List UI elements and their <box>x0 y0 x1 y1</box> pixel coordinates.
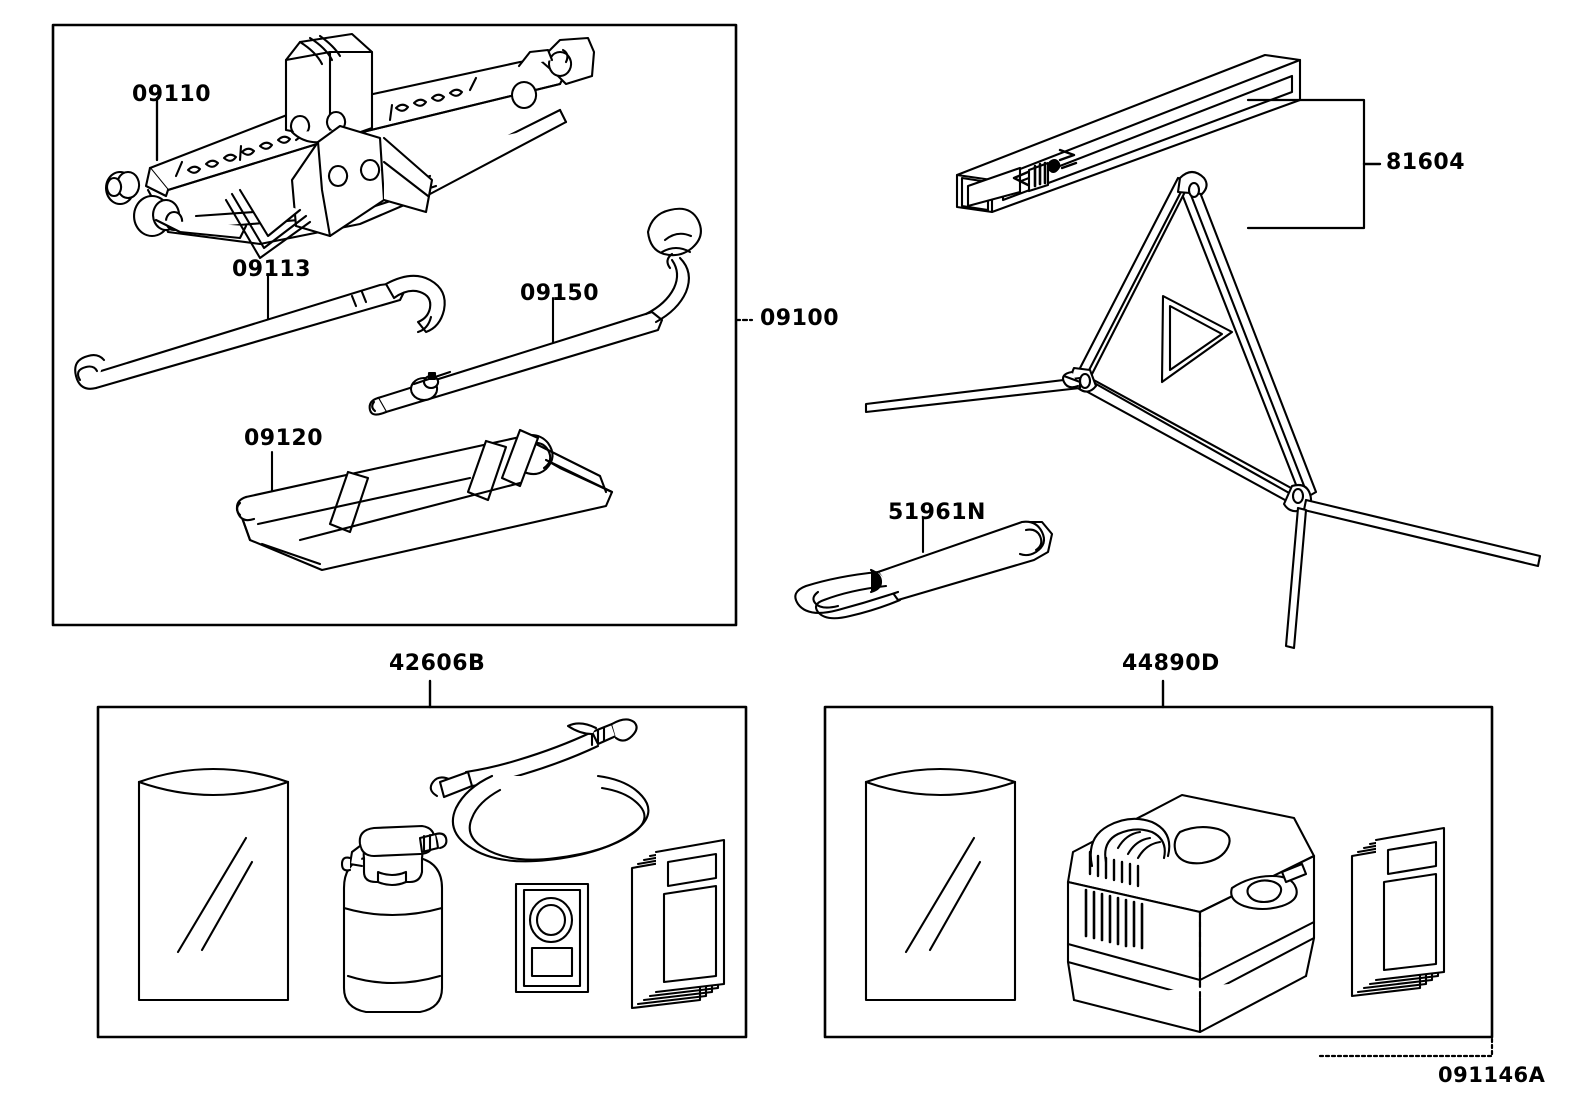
group-label-44890D: 44890D <box>1122 651 1220 676</box>
part-label-09113: 09113 <box>232 257 312 282</box>
part-09120-tool-bag <box>235 428 614 572</box>
part-81604-warning-triangle <box>864 170 1542 650</box>
part-81604-case <box>955 53 1382 230</box>
diagram-id-rule <box>1318 1035 1494 1058</box>
part-label-09110: 09110 <box>132 82 212 107</box>
part-label-81604: 81604 <box>1386 150 1466 175</box>
part-09150-wheel-wrench <box>368 207 702 416</box>
part-label-09150: 09150 <box>520 281 600 306</box>
part-09113-jack-handle <box>74 272 446 390</box>
part-label-51961N: 51961N <box>888 500 986 525</box>
part-09110-jack <box>105 32 596 260</box>
sealant-bottle-42606B <box>340 824 448 1014</box>
air-compressor-44890D <box>1066 793 1316 1034</box>
part-51961N-eyelet-cover <box>794 516 1054 620</box>
air-hose-42606B <box>429 718 650 863</box>
plastic-bag-44890D <box>864 768 1017 1002</box>
diagram-id: 091146A <box>1438 1063 1546 1087</box>
group-label-42606B: 42606B <box>389 651 486 676</box>
kit-42606B-contents <box>137 718 726 1014</box>
pressure-sticker-42606B <box>514 882 590 994</box>
part-label-09120: 09120 <box>244 426 324 451</box>
instruction-booklet-44890D <box>1350 826 1446 998</box>
plastic-bag-42606B <box>137 768 290 1002</box>
instruction-booklet-42606B <box>630 838 726 1010</box>
group-label-09100: 09100 <box>760 306 840 331</box>
kit-44890D-contents <box>864 768 1446 1034</box>
